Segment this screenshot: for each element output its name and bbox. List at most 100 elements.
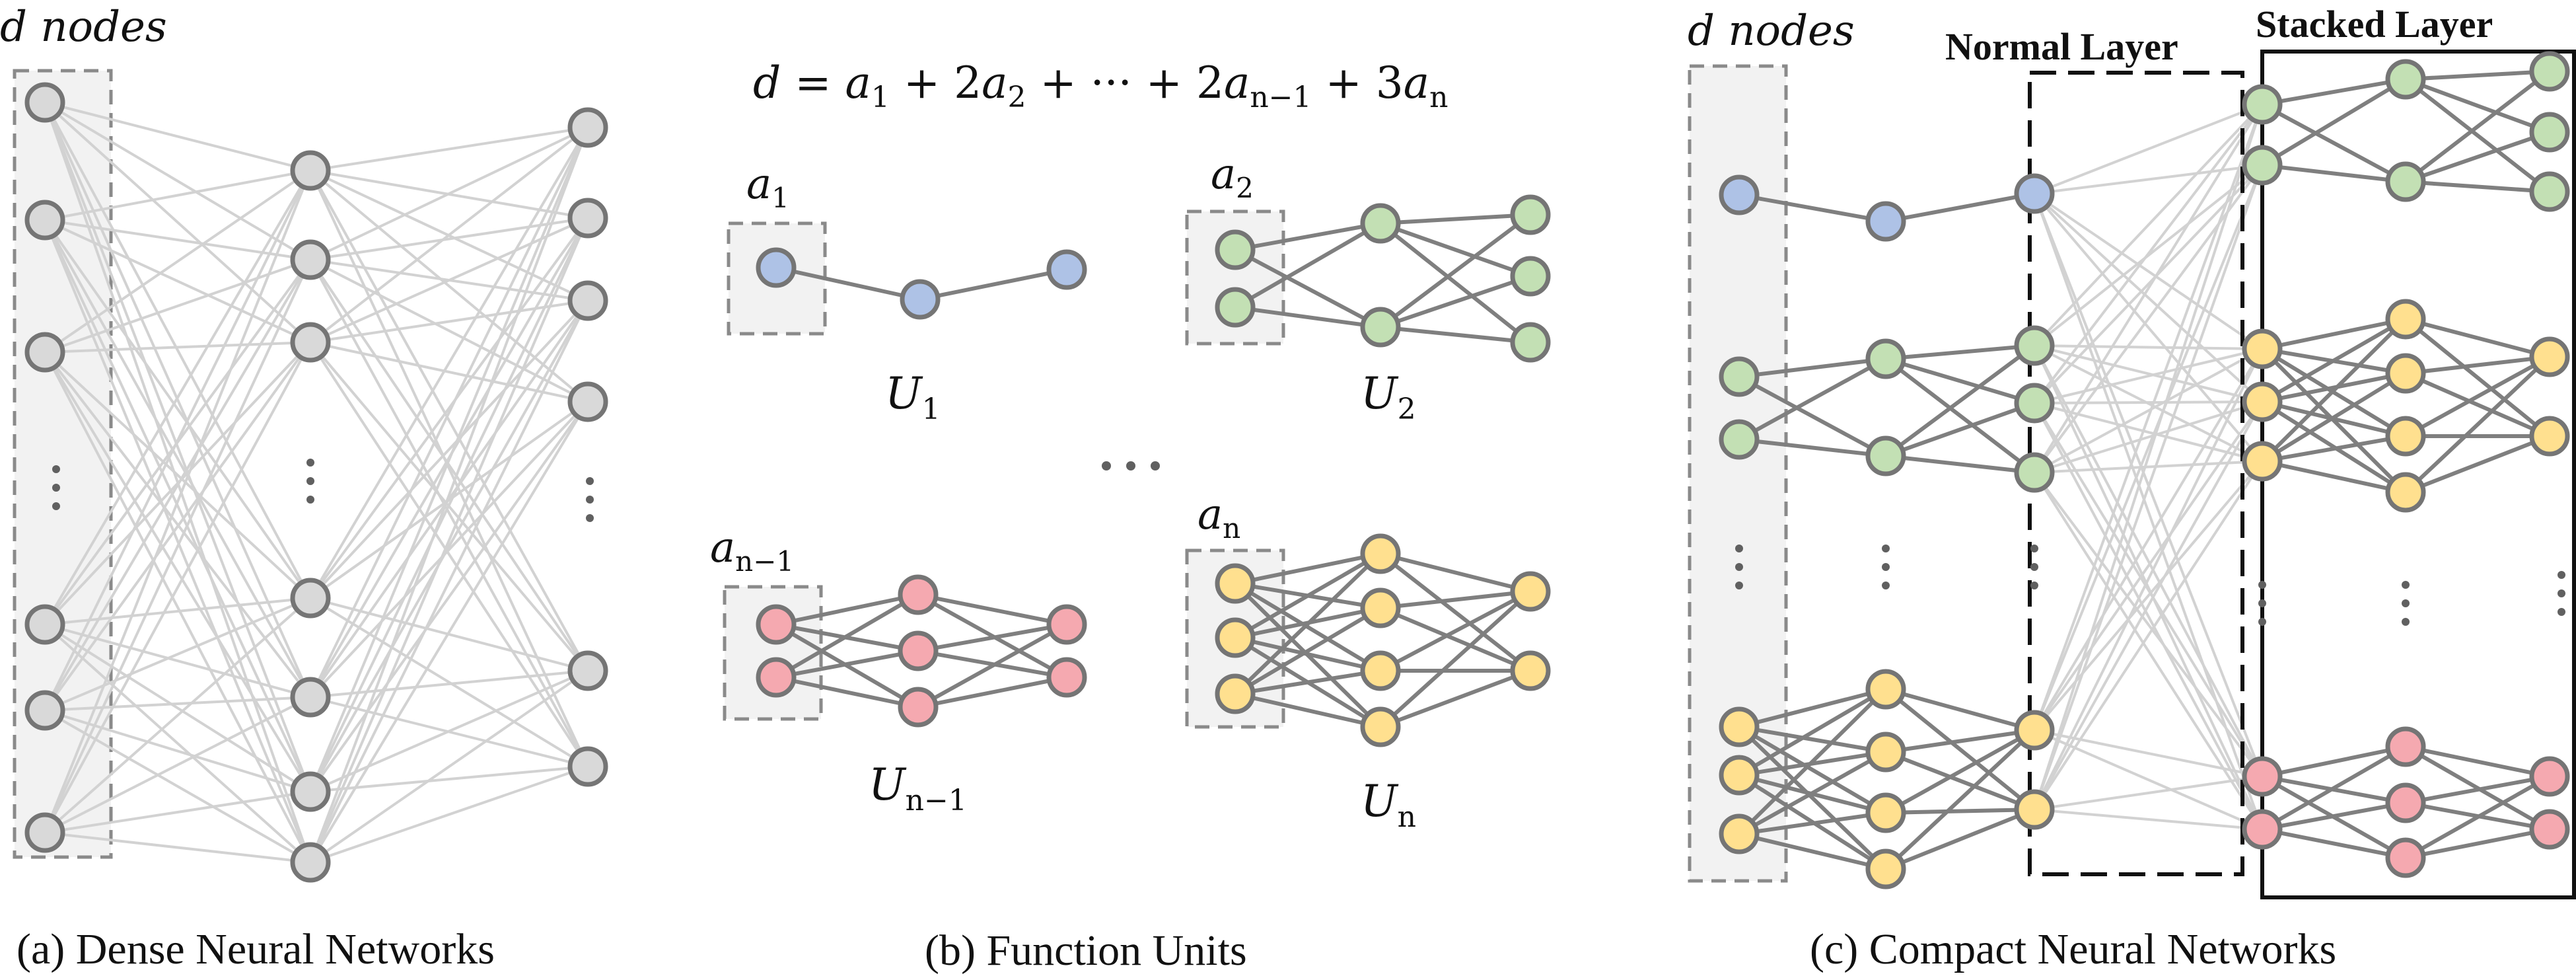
compact-unit-edge (1738, 357, 1887, 441)
compact-unit-edge (1884, 728, 2036, 815)
compact-dense-edge (2034, 103, 2263, 195)
compact-dense-edge (2033, 165, 2264, 731)
compact-dense-edge (2033, 192, 2264, 403)
unit-un1-node (1046, 604, 1087, 645)
compact-dense-edge (2034, 460, 2263, 474)
stacked-unit-edge (2405, 69, 2550, 81)
dense-edge (44, 258, 312, 712)
unit-un-node (1510, 571, 1551, 612)
dense-edge (310, 765, 589, 864)
dense-edge (309, 299, 589, 698)
stacked-unit-edge (2405, 827, 2550, 860)
unit-un-edge (1234, 692, 1381, 729)
compact-dense-edge (2033, 192, 2264, 350)
unit-u2-edge (1380, 213, 1531, 225)
stacked-unit-edge (2404, 69, 2551, 184)
unit-name-un1: Un−1 (869, 759, 967, 817)
dense-input-node (24, 332, 65, 373)
dense-edge (309, 400, 589, 864)
compact-dense-edge (2033, 164, 2264, 474)
stacked-unit-edge (2404, 317, 2551, 438)
compact-unit-edge (1885, 454, 2035, 474)
stacked-layer-node (2529, 171, 2570, 212)
compact-hidden-node (1865, 201, 1906, 242)
vertical-ellipsis-dot (2030, 563, 2038, 571)
stacked-layer-node (2242, 145, 2283, 186)
dense-output-node (567, 381, 608, 422)
dense-edge (44, 219, 312, 863)
dense-edge (44, 623, 312, 864)
dense-edge (310, 299, 589, 344)
unit-un-edge (1234, 636, 1381, 673)
dense-edge (309, 217, 589, 792)
compact-dense-edge (2033, 193, 2264, 830)
stacked-unit-edge (2262, 317, 2406, 351)
compact-dense-edge (2033, 165, 2264, 810)
unit-u1-edge (919, 268, 1067, 301)
stacked-unit-edge (2405, 317, 2550, 359)
dense-edge (309, 127, 589, 698)
dense-edge (44, 101, 312, 344)
compact-input-node (1719, 706, 1760, 747)
caption-b: (b) Function Units (925, 926, 1247, 975)
unit-u2-node (1510, 322, 1551, 363)
stacked-layer-node (2529, 416, 2570, 457)
compact-hidden-node (1865, 792, 1906, 833)
dense-hidden-node (290, 322, 331, 363)
caption-c: (c) Compact Neural Networks (1810, 925, 2336, 973)
stacked-layer-node (2385, 299, 2426, 340)
compact-input-node (1719, 419, 1760, 460)
compact-dense-edge (2033, 104, 2264, 810)
unit-un1-node (898, 630, 939, 671)
unit-un-node (1215, 563, 1256, 604)
compact-dense-edge (2033, 402, 2264, 778)
unit-un1-edge (917, 675, 1067, 709)
unit-u2-edge (1234, 305, 1381, 329)
unit-un-node (1510, 650, 1551, 691)
dense-edge (309, 300, 589, 863)
compact-unit-edge (1884, 750, 2036, 811)
vertical-ellipsis-dot (306, 477, 314, 485)
compact-input-node (1719, 813, 1760, 854)
unit-name-u1: U1 (885, 368, 941, 426)
dense-edge (44, 169, 312, 626)
unit-u2-node (1215, 287, 1256, 328)
compact-dense-edge (2033, 460, 2264, 732)
unit-u2-node (1510, 194, 1551, 235)
compact-unit-edge (1885, 808, 2035, 815)
horizontal-ellipsis-dot (1151, 461, 1160, 471)
stacked-unit-edge (2262, 77, 2406, 106)
dense-hidden-node (290, 239, 331, 280)
dense-edge (44, 342, 312, 833)
compact-dense-edge (2033, 345, 2264, 777)
compact-dense-edge (2034, 348, 2263, 404)
stacked-layer-node (2385, 782, 2426, 823)
dense-edge (44, 696, 311, 834)
unit-un-edge (1380, 552, 1531, 593)
stacked-layer-node (2242, 441, 2283, 482)
compact-unit-edge (1738, 687, 1886, 729)
stacked-unit-edge (2262, 801, 2406, 831)
dense-edge (309, 258, 589, 672)
dense-edge (44, 170, 312, 711)
dense-edge (44, 101, 312, 261)
compact-dense-edge (2034, 729, 2263, 778)
caption-a: (a) Dense Neural Networks (17, 925, 495, 973)
stacked-unit-edge (2404, 371, 2551, 438)
stacked-unit-edge (2261, 317, 2407, 404)
dense-edge (310, 669, 589, 698)
compact-dense-edge (2033, 348, 2264, 732)
dense-edge (44, 169, 312, 354)
compact-hidden-node (1865, 732, 1906, 773)
unit-input-label-a2: a2 (1211, 150, 1254, 204)
stacked-layer-node (2385, 726, 2426, 767)
compact-unit-edge (1884, 357, 2036, 474)
unit-u2-edge (1234, 221, 1382, 309)
dense-output-node (567, 107, 608, 148)
dense-edge (309, 597, 589, 768)
unit-un1-edge (775, 649, 919, 679)
vertical-ellipsis-dot (1882, 563, 1890, 571)
vertical-ellipsis-dot (2258, 618, 2266, 626)
vertical-ellipsis-dot (306, 459, 314, 467)
compact-dense-edge (2034, 348, 2263, 474)
